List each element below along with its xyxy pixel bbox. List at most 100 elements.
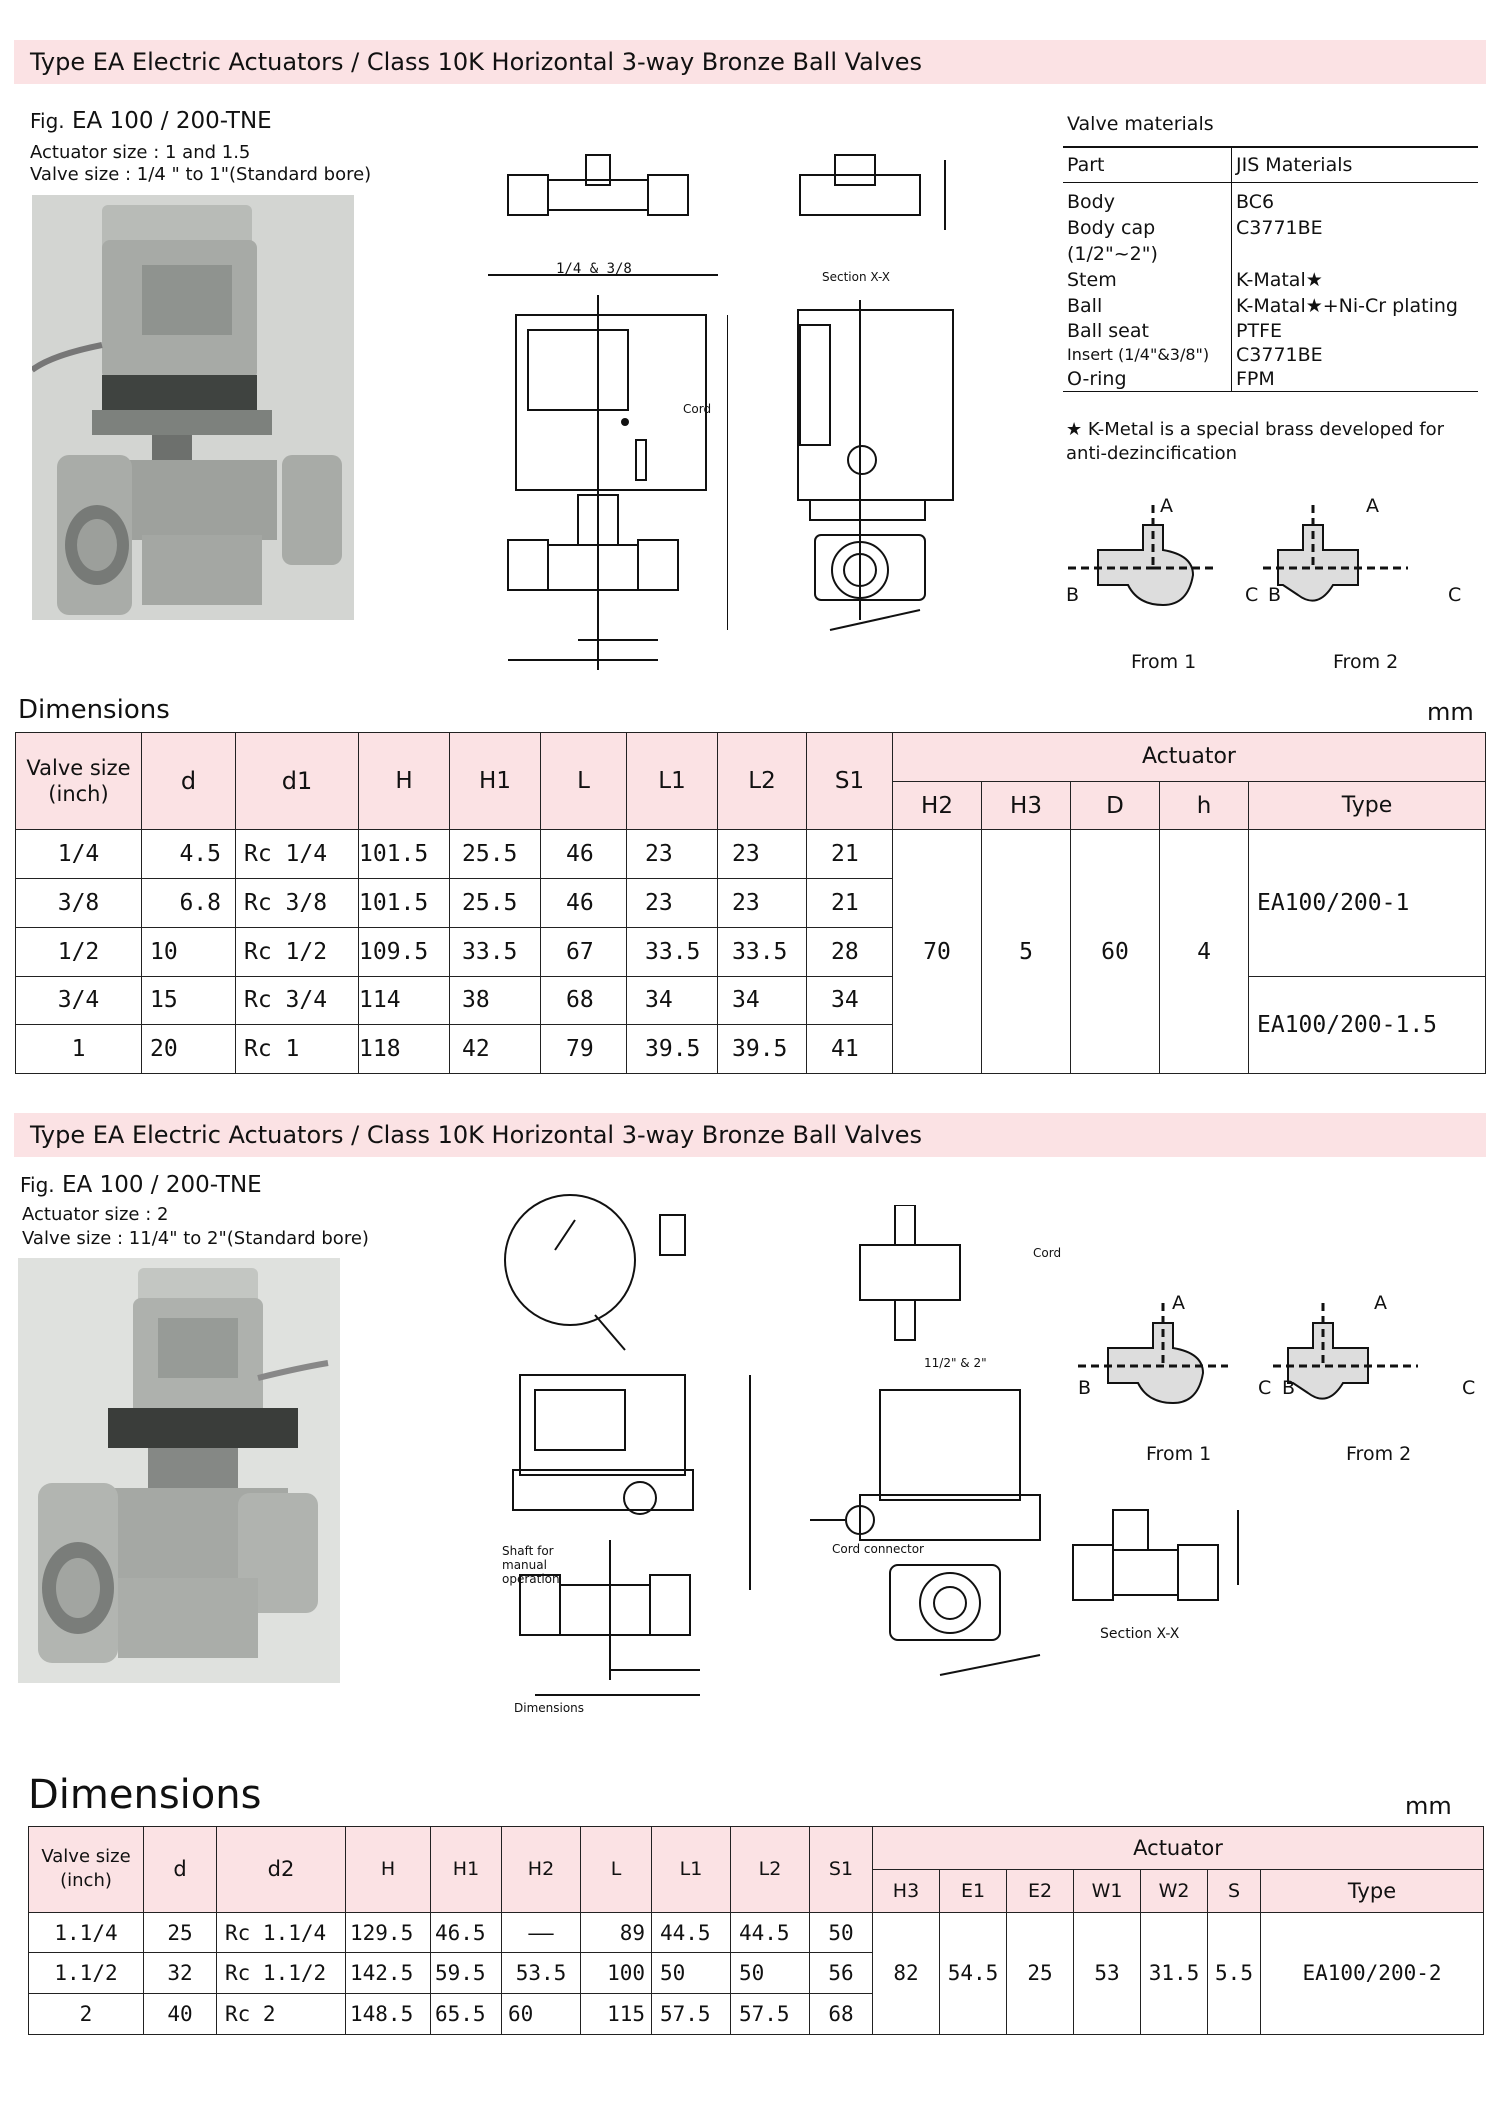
dimensions-table-1: Valve size (inch) d d1 H H1 L L1 L2 S1 A… — [15, 731, 1486, 1075]
flow3-a-label: A — [1172, 1292, 1185, 1314]
drawing-section-xx-2 — [1068, 1505, 1248, 1625]
cell: 100 — [580, 1952, 652, 1995]
figure2-label: Fig. EA 100 / 200-TNE — [20, 1172, 262, 1198]
drawing-front-view-2 — [495, 1180, 785, 1720]
cell: 6.8 — [141, 878, 236, 928]
cell: 21 — [806, 829, 893, 880]
cell: 44.5 — [730, 1911, 810, 1954]
col-H2: H2 — [892, 780, 982, 831]
flow2-b-label: B — [1268, 584, 1282, 606]
fig-model: EA 100 / 200-TNE — [71, 108, 272, 134]
cell-D-value: 60 — [1070, 829, 1160, 1074]
cell-type-1-5: EA100/200-1.5 — [1248, 975, 1486, 1075]
col-valve-size-2: Valve size (inch) — [28, 1826, 144, 1913]
cell: —— — [501, 1911, 581, 1954]
cell: 101.5 — [358, 829, 450, 880]
cell: 34 — [806, 975, 893, 1026]
cell: 59.5 — [430, 1952, 502, 1995]
materials-part-ball: Ball — [1063, 293, 1232, 319]
materials-header-part: Part — [1063, 147, 1232, 183]
cord-label-2: Cord — [1033, 1246, 1062, 1260]
col-L-2: L — [580, 1826, 652, 1913]
col-H1: H1 — [449, 731, 541, 831]
cell: Rc 3/4 — [235, 975, 359, 1026]
drawing-cord-label: Cord — [683, 402, 712, 416]
cell: 10 — [141, 926, 236, 977]
col-h: h — [1159, 780, 1249, 831]
cell: Rc 1 — [235, 1024, 359, 1074]
col-d1: d1 — [235, 731, 359, 831]
flow-diagrams-2 — [1078, 1293, 1478, 1428]
cell-H2-value: 70 — [892, 829, 982, 1074]
cell-W1-value: 53 — [1073, 1911, 1141, 2036]
materials-part-ballseat: Ball seat — [1063, 319, 1232, 343]
cell-type-1: EA100/200-1 — [1248, 829, 1486, 977]
cell: 46.5 — [430, 1911, 502, 1954]
cell: 101.5 — [358, 878, 450, 928]
cell: 34 — [626, 975, 718, 1026]
cell-H3-value-2: 82 — [872, 1911, 940, 2036]
cell: 1/2 — [15, 926, 142, 977]
valve-size-text-2: Valve size : 11/4" to 2"(Standard bore) — [22, 1228, 369, 1249]
cell: 118 — [358, 1024, 450, 1074]
col-H: H — [358, 731, 450, 831]
flow1-a-label: A — [1160, 495, 1173, 517]
cell: 28 — [806, 926, 893, 977]
col-W1: W1 — [1073, 1868, 1141, 1913]
valve-materials-title: Valve materials — [1067, 113, 1214, 135]
unit-label-2: mm — [1405, 1792, 1452, 1820]
cell: 2 — [28, 1993, 144, 2035]
col-d-2: d — [143, 1826, 217, 1913]
cell: Rc 1/4 — [235, 829, 359, 880]
flow1-c-label: C — [1245, 584, 1259, 606]
col-H3: H3 — [981, 780, 1071, 831]
cell: 114 — [358, 975, 450, 1026]
cell: 65.5 — [430, 1993, 502, 2035]
cell: 42 — [449, 1024, 541, 1074]
actuator-size-text-2: Actuator size : 2 — [22, 1204, 169, 1225]
col-S1-2: S1 — [809, 1826, 873, 1913]
col-W2: W2 — [1140, 1868, 1208, 1913]
cell: 60 — [501, 1993, 581, 2035]
section1-banner: Type EA Electric Actuators / Class 10K H… — [14, 40, 1486, 84]
cell: 38 — [449, 975, 541, 1026]
cell: 25.5 — [449, 829, 541, 880]
cell: 89 — [580, 1911, 652, 1954]
from2-label-2: From 2 — [1346, 1443, 1412, 1465]
materials-part-stem: Stem — [1063, 267, 1232, 293]
drawing-ports-label: 1/4 & 3/8 — [556, 261, 632, 277]
col-S: S — [1207, 1868, 1261, 1913]
materials-header-jis: JIS Materials — [1236, 154, 1353, 176]
materials-jis-oring: FPM — [1236, 368, 1275, 390]
cell-h-value: 4 — [1159, 829, 1249, 1074]
col-L1-2: L1 — [651, 1826, 731, 1913]
col-S1: S1 — [806, 731, 893, 831]
cell-W2-value: 31.5 — [1140, 1911, 1208, 2036]
unit-label-1: mm — [1427, 698, 1474, 726]
cell: 50 — [809, 1911, 873, 1954]
ports-label-2: 11/2" & 2" — [924, 1356, 987, 1370]
cell: 23 — [717, 878, 807, 928]
cell: 33.5 — [717, 926, 807, 977]
materials-part-bodycap: Body cap (1/2"~2") — [1063, 215, 1232, 267]
cell: 56 — [809, 1952, 873, 1995]
drawing-side-view-1 — [780, 150, 980, 660]
drawing-section-label: Section X-X — [822, 270, 890, 284]
shaft-label: Shaft for manual operation — [502, 1544, 560, 1586]
cell: 3/8 — [15, 878, 142, 928]
flow2-a-label: A — [1366, 495, 1379, 517]
flow4-c-label: C — [1462, 1377, 1476, 1399]
cell: 79 — [540, 1024, 627, 1074]
col-E1: E1 — [939, 1868, 1007, 1913]
cell: 1.1/4 — [28, 1911, 144, 1954]
col-type-2: Type — [1260, 1868, 1484, 1913]
actuator-header-2: Actuator — [872, 1826, 1484, 1870]
cell: 129.5 — [345, 1911, 431, 1954]
col-valve-size: Valve size (inch) — [15, 731, 142, 831]
cell: 50 — [651, 1952, 731, 1995]
cell: 33.5 — [626, 926, 718, 977]
cell: Rc 3/8 — [235, 878, 359, 928]
cell: Rc 1.1/2 — [216, 1952, 346, 1995]
valve-materials-table: Part JIS Materials Body BC6 Body cap (1/… — [1063, 146, 1478, 392]
col-E2: E2 — [1006, 1868, 1074, 1913]
